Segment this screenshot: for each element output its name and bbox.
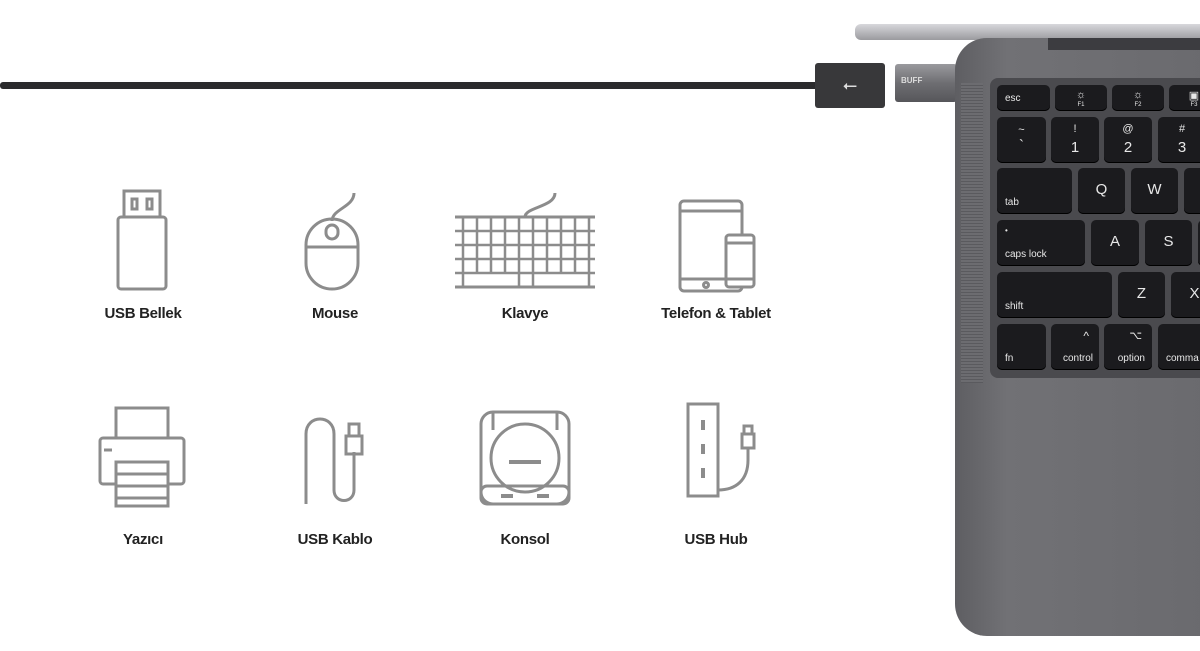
device-label-klavye: Klavye bbox=[501, 305, 549, 322]
key-esc[interactable]: esc bbox=[997, 85, 1050, 111]
key-e[interactable] bbox=[1184, 168, 1200, 214]
key-control[interactable]: ^control bbox=[1051, 324, 1099, 370]
key-q[interactable]: Q bbox=[1078, 168, 1125, 214]
key-shift[interactable]: shift bbox=[997, 272, 1112, 318]
usb-hub-icon bbox=[646, 400, 786, 520]
keyboard-icon bbox=[447, 185, 603, 305]
key-s[interactable]: S bbox=[1145, 220, 1192, 266]
key-tilde[interactable]: ~` bbox=[997, 117, 1046, 163]
device-label-mouse: Mouse bbox=[311, 305, 358, 322]
usb-cable bbox=[0, 82, 825, 89]
key-3[interactable]: #3 bbox=[1158, 117, 1200, 163]
adapter-brand: BUFF bbox=[901, 76, 923, 85]
key-d[interactable] bbox=[1198, 220, 1200, 266]
key-tab[interactable]: tab bbox=[997, 168, 1072, 214]
key-2[interactable]: @2 bbox=[1104, 117, 1152, 163]
key-f3[interactable]: ▣F3 bbox=[1169, 85, 1200, 111]
key-z[interactable]: Z bbox=[1118, 272, 1165, 318]
device-label-telefon-tablet: Telefon & Tablet bbox=[661, 305, 771, 322]
key-a[interactable]: A bbox=[1091, 220, 1139, 266]
usb-flash-drive-icon bbox=[72, 185, 212, 305]
device-label-usb-bellek: USB Bellek bbox=[104, 305, 182, 322]
laptop-lid bbox=[855, 24, 1200, 40]
usb-c-adapter: BUFF bbox=[895, 64, 957, 102]
key-caps-lock[interactable]: •caps lock bbox=[997, 220, 1085, 266]
key-x[interactable]: X bbox=[1171, 272, 1200, 318]
usb-plug: ⭠ bbox=[815, 63, 885, 108]
key-f2[interactable]: ☼F2 bbox=[1112, 85, 1164, 111]
device-label-konsol: Konsol bbox=[500, 531, 550, 548]
key-1[interactable]: !1 bbox=[1051, 117, 1099, 163]
phone-tablet-icon bbox=[646, 185, 786, 305]
key-command[interactable]: comma bbox=[1158, 324, 1200, 370]
key-w[interactable]: W bbox=[1131, 168, 1178, 214]
usb-cable-icon bbox=[262, 400, 402, 520]
device-label-usb-hub: USB Hub bbox=[684, 531, 748, 548]
device-label-usb-kablo: USB Kablo bbox=[297, 531, 373, 548]
device-label-yazici: Yazıcı bbox=[123, 531, 163, 548]
key-option[interactable]: ⌥option bbox=[1104, 324, 1152, 370]
key-f1[interactable]: ☼F1 bbox=[1055, 85, 1107, 111]
speaker-grille bbox=[961, 83, 983, 383]
mouse-icon bbox=[262, 185, 402, 305]
key-fn[interactable]: fn bbox=[997, 324, 1046, 370]
game-console-icon bbox=[455, 400, 595, 520]
printer-icon bbox=[72, 400, 212, 520]
